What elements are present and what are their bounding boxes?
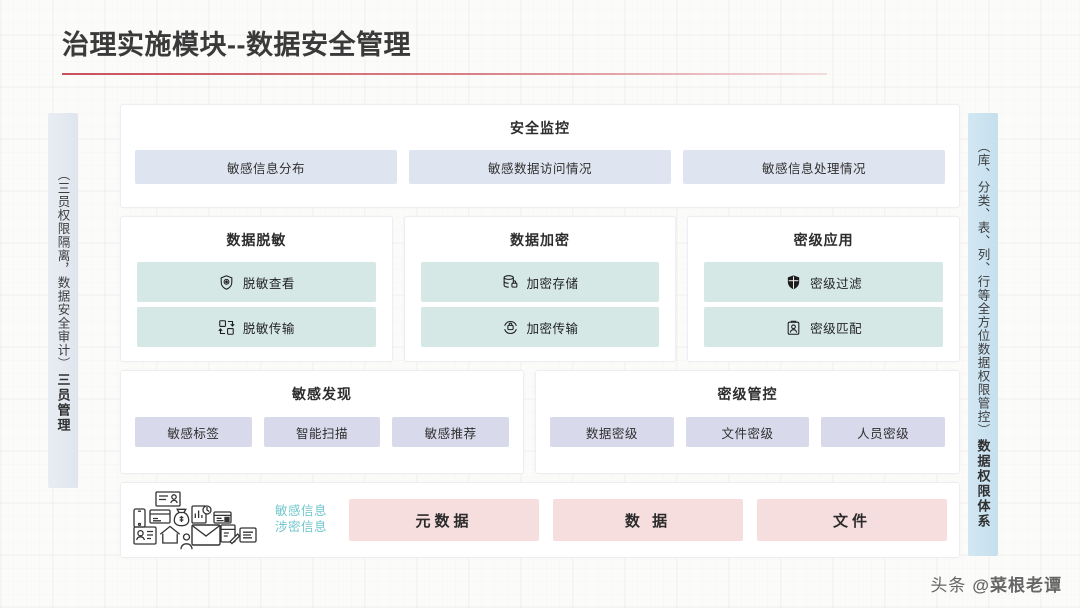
- money-bag-icon: [173, 508, 190, 527]
- envelope-icon: [191, 524, 221, 546]
- discovery-item-recommend[interactable]: 敏感推荐: [392, 417, 510, 447]
- person-badge-icon: [785, 319, 802, 336]
- diagram-stage: 安全监控 敏感信息分布 敏感数据访问情况 敏感信息处理情况 数据脱敏 脱敏查看: [120, 104, 961, 564]
- person-icon: [180, 533, 193, 550]
- data-encryption-title: 数据加密: [510, 232, 570, 248]
- encryption-item-storage-label: 加密存储: [526, 276, 579, 291]
- right-rail-subtitle: （库、分类、表、列、行等全方位数据权限管控）: [975, 140, 990, 437]
- monitor-item-sensitive-distribution[interactable]: 敏感信息分布: [135, 150, 397, 184]
- masking-item-view-label: 脱敏查看: [242, 276, 295, 291]
- classification-control-panel: 密级管控 数据密级 文件密级 人员密级: [535, 370, 960, 474]
- source-chip-data[interactable]: 数 据: [553, 499, 744, 541]
- classification-item-filter[interactable]: 密级过滤: [704, 262, 944, 302]
- page-title: 治理实施模块--数据安全管理: [62, 30, 411, 60]
- classification-item-match-label: 密级匹配: [810, 321, 863, 336]
- note-icon: [239, 527, 257, 543]
- classification-item-match[interactable]: 密级匹配: [704, 307, 944, 347]
- masking-item-transfer[interactable]: 脱敏传输: [137, 307, 376, 347]
- sensitive-discovery-items: 敏感标签 智能扫描 敏感推荐: [135, 417, 510, 447]
- encryption-item-transfer-label: 加密传输: [526, 321, 579, 336]
- left-rail-subtitle: （三员权限隔离，数据安全审计）: [55, 168, 70, 371]
- data-sources-panel: 敏感信息 涉密信息 元数据 数 据 文件: [120, 482, 960, 558]
- watermark-platform: 头条: [930, 576, 967, 595]
- transfer-icon: [218, 319, 235, 336]
- classification-app-title: 密级应用: [793, 232, 854, 248]
- feature-card-data-masking: 数据脱敏 脱敏查看: [120, 216, 393, 362]
- discovery-item-label[interactable]: 敏感标签: [135, 417, 252, 447]
- feature-card-data-encryption: 数据加密 加密存储: [403, 216, 677, 362]
- source-chip-metadata[interactable]: 元数据: [349, 499, 540, 541]
- shield-eye-icon: [218, 274, 235, 291]
- security-monitoring-title: 安全监控: [510, 120, 570, 136]
- lock-circle-icon: [502, 319, 519, 336]
- monitor-item-processing-status[interactable]: 敏感信息处理情况: [683, 150, 945, 184]
- right-rail-data-permission: 数据权限体系 （库、分类、表、列、行等全方位数据权限管控）: [968, 113, 998, 556]
- masking-item-transfer-label: 脱敏传输: [242, 321, 295, 336]
- sensitive-discovery-title: 敏感发现: [292, 386, 352, 402]
- discovery-and-control-row: 敏感发现 敏感标签 智能扫描 敏感推荐 密级管控 数据密级 文件密级 人员密级: [120, 370, 960, 474]
- feature-card-classification-app: 密级应用 密级过滤: [687, 216, 961, 362]
- watermark: 头条 @菜根老谭: [930, 571, 1062, 596]
- masking-item-view[interactable]: 脱敏查看: [137, 262, 376, 302]
- encryption-item-storage[interactable]: 加密存储: [420, 262, 660, 302]
- classification-item-filter-label: 密级过滤: [810, 276, 863, 291]
- encryption-item-transfer[interactable]: 加密传输: [420, 307, 660, 347]
- left-rail-title: 三员管理: [55, 372, 71, 433]
- ticket-icon: [213, 511, 232, 524]
- title-underline: [62, 73, 827, 76]
- control-item-person-level[interactable]: 人员密级: [821, 417, 946, 447]
- security-monitoring-panel: 安全监控 敏感信息分布 敏感数据访问情况 敏感信息处理情况: [120, 104, 960, 208]
- shield-filter-icon: [785, 274, 802, 291]
- feature-columns: 数据脱敏 脱敏查看: [120, 216, 961, 362]
- phone-icon: [133, 508, 146, 528]
- classification-control-items: 数据密级 文件密级 人员密级: [550, 417, 946, 447]
- information-assets-icon-cluster: [133, 491, 261, 550]
- discovery-item-smart-scan[interactable]: 智能扫描: [263, 417, 381, 447]
- security-monitoring-items: 敏感信息分布 敏感数据访问情况 敏感信息处理情况: [135, 150, 945, 184]
- control-item-data-level[interactable]: 数据密级: [550, 417, 674, 447]
- source-chip-file[interactable]: 文件: [757, 499, 948, 541]
- card-icon: [149, 509, 171, 524]
- sensitive-discovery-panel: 敏感发现 敏感标签 智能扫描 敏感推荐: [120, 370, 524, 474]
- id-card-icon: [133, 526, 157, 545]
- classification-control-title: 密级管控: [717, 386, 778, 402]
- data-masking-title: 数据脱敏: [226, 232, 287, 248]
- house-icon: [159, 525, 181, 544]
- monitor-item-access-status[interactable]: 敏感数据访问情况: [409, 150, 671, 184]
- sensitive-info-tag: 敏感信息 涉密信息: [275, 504, 327, 535]
- right-rail-title: 数据权限体系: [975, 439, 991, 529]
- data-source-chips: 元数据 数 据 文件: [349, 499, 948, 541]
- database-lock-icon: [502, 274, 519, 291]
- watermark-handle: @菜根老谭: [972, 576, 1062, 595]
- control-item-file-level[interactable]: 文件密级: [685, 417, 810, 447]
- left-rail-three-roles: 三员管理 （三员权限隔离，数据安全审计）: [48, 113, 78, 488]
- form-person-icon: [155, 491, 181, 507]
- document-edit-icon: [220, 524, 241, 545]
- sensitive-info-tag-line1: 敏感信息: [275, 504, 328, 519]
- report-chart-icon: [191, 505, 212, 524]
- sensitive-info-tag-line2: 涉密信息: [275, 520, 328, 534]
- page-header: 治理实施模块--数据安全管理: [62, 30, 842, 76]
